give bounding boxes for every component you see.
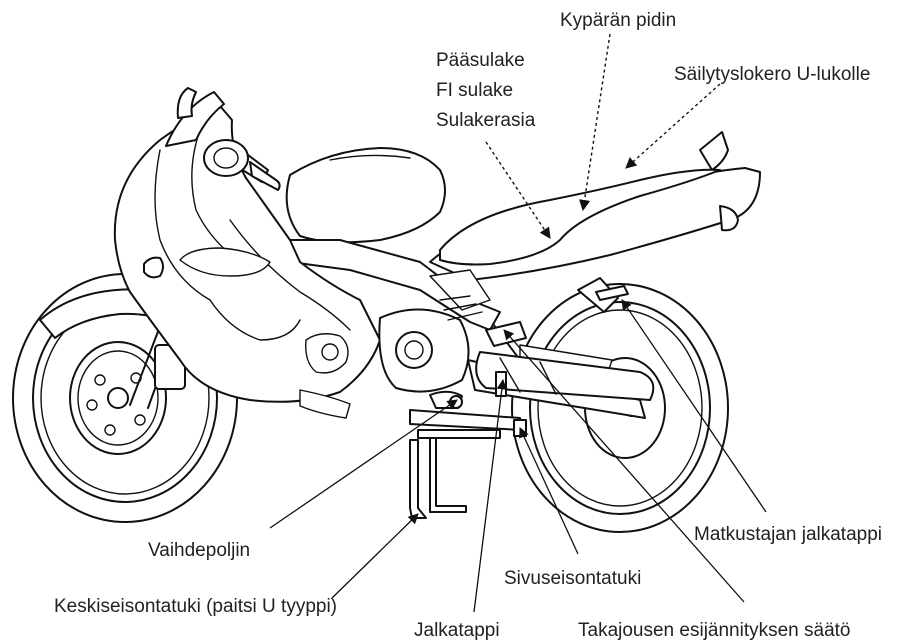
- side-stand-label: Sivuseisontatuki: [504, 568, 641, 589]
- grab-rail: [700, 132, 728, 170]
- motorcycle-illustration: [13, 88, 760, 532]
- turn-signal: [144, 258, 163, 278]
- fuel-tank: [287, 148, 445, 242]
- helmet-holder-leader: [583, 34, 610, 210]
- footpeg-label: Jalkatappi: [414, 620, 500, 641]
- helmet-holder-label: Kypärän pidin: [560, 10, 676, 31]
- gearshift-pedal-label: Vaihdepoljin: [148, 540, 250, 561]
- u-lock-storage-label: Säilytyslokero U-lukolle: [674, 64, 870, 85]
- gearshift-leader: [270, 400, 457, 528]
- fi-fuse-label: FI sulake: [436, 80, 513, 101]
- passenger-footpeg-label: Matkustajan jalkatappi: [694, 524, 882, 545]
- center-stand-label: Keskiseisontatuki (paitsi U tyyppi): [54, 596, 337, 617]
- center-stand-leader: [332, 514, 418, 598]
- main-fuse-label: Pääsulake: [436, 50, 525, 71]
- rear-spring-preload-label: Takajousen esijännityksen säätö: [578, 620, 851, 641]
- fuse-box-label: Sulakerasia: [436, 110, 536, 131]
- center-stand: [410, 440, 426, 518]
